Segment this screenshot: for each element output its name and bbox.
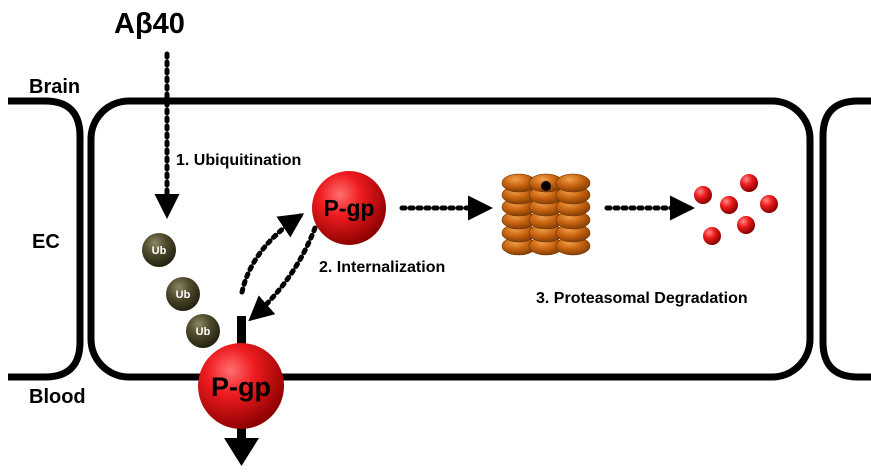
dotted-arrows [154, 51, 695, 322]
endothelial-cell-membrane [87, 97, 814, 381]
ubiquitin-3: Ub [186, 314, 220, 348]
fragment [737, 216, 755, 234]
internalization-arrow-up [239, 213, 305, 295]
ubiquitin-chain: Ub Ub Ub [142, 233, 220, 348]
fragment [694, 186, 712, 204]
left-cell-membrane [8, 97, 84, 381]
efflux-arrow-head [224, 438, 259, 466]
pgp-membrane-sphere [198, 343, 284, 429]
step3-label: 3. Proteasomal Degradation [536, 290, 748, 307]
proteasome-icon [501, 173, 591, 256]
brain-label: Brain [29, 76, 80, 98]
right-cell-membrane [819, 97, 871, 381]
svg-text:Ub: Ub [196, 326, 211, 338]
degraded-fragments [694, 174, 778, 245]
internalized-pgp: P-gp [312, 171, 386, 245]
fragment [720, 196, 738, 214]
fragment [760, 195, 778, 213]
blood-label: Blood [29, 386, 86, 408]
internalization-arrow-down [248, 225, 318, 322]
abeta40-label: Aβ40 [114, 8, 185, 40]
proteasome-pore [541, 181, 551, 191]
ubiquitin-2: Ub [166, 277, 200, 311]
fragment [740, 174, 758, 192]
proteasome-ring [501, 236, 591, 256]
pgp-channel-stem [237, 316, 246, 356]
pgp-internal-label: P-gp [323, 195, 374, 221]
cell-membranes [8, 97, 871, 381]
pgp-internal-sphere [312, 171, 386, 245]
ubiquitin-1: Ub [142, 233, 176, 267]
proteasome-ring [501, 223, 591, 243]
svg-text:Ub: Ub [152, 245, 167, 257]
membrane-pgp: P-gp [198, 316, 284, 466]
ec-label: EC [32, 231, 60, 253]
step2-label: 2. Internalization [319, 259, 445, 276]
pgp-membrane-label: P-gp [211, 372, 271, 402]
efflux-arrow-shaft [237, 418, 246, 440]
fragment [703, 227, 721, 245]
svg-text:Ub: Ub [176, 289, 191, 301]
step1-label: 1. Ubiquitination [176, 152, 301, 169]
